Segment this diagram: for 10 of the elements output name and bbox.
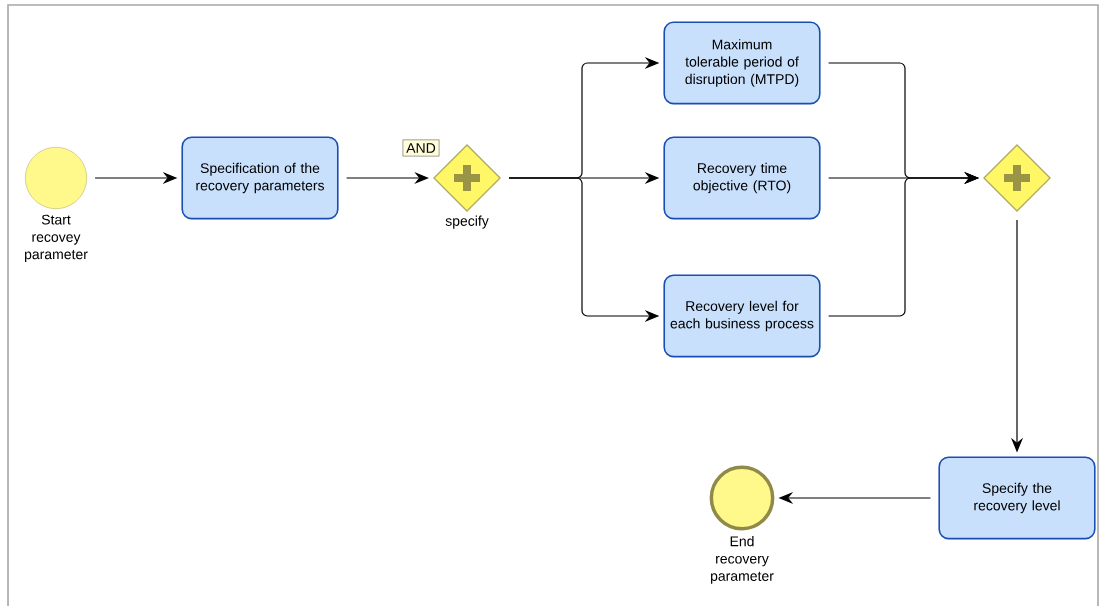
task-box: Recovery level for each business process: [663, 274, 821, 358]
node-label: Start recovey parameter: [25, 214, 88, 262]
task-box: Maximum tolerable period of disruption (MTPD): [663, 21, 821, 105]
node-label: End recovery parameter: [711, 535, 774, 584]
gateway-diamond: [983, 144, 1051, 212]
task-box: Recovery time objective (RTO): [663, 136, 821, 220]
task-box: Specify the recovery level: [938, 456, 1096, 540]
node-label: specify: [445, 215, 489, 229]
task-box: Specification of the recovery parameters: [181, 136, 339, 220]
annotation-box: AND: [402, 139, 440, 157]
